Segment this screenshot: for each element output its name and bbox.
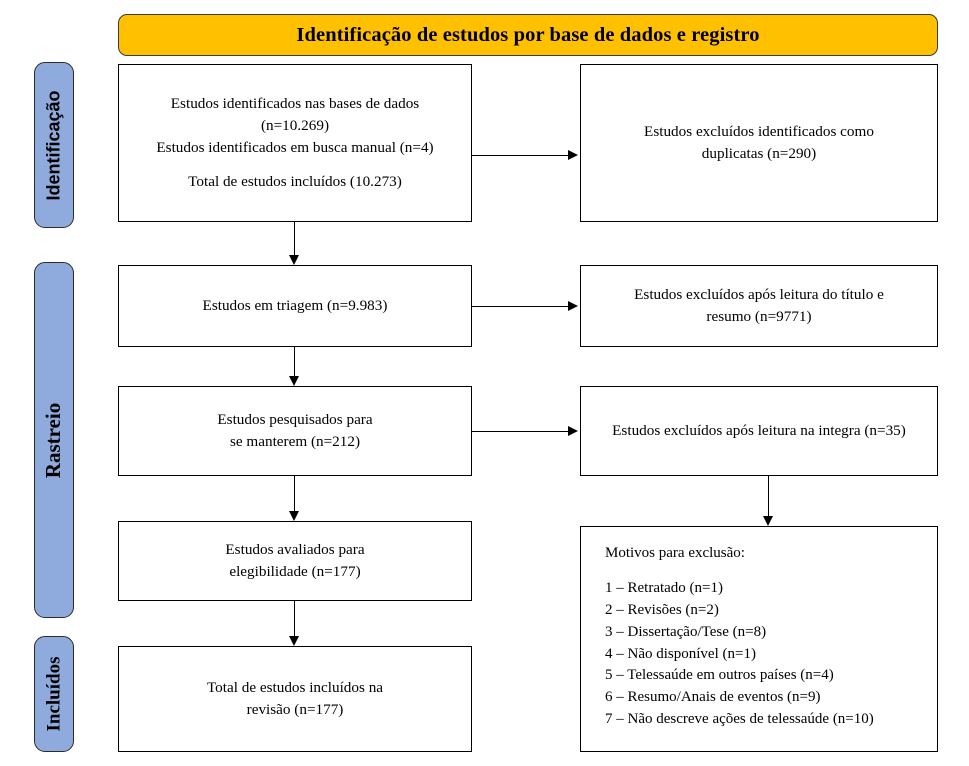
box-identified-line3: Estudos identificados em busca manual (n… bbox=[156, 138, 434, 156]
box-excluded-fulltext: Estudos excluídos após leitura na integr… bbox=[580, 386, 938, 476]
reason-item-5: 5 – Telessaúde em outros países (n=4) bbox=[605, 667, 834, 684]
reason-item-1: 1 – Retratado (n=1) bbox=[605, 579, 724, 596]
box-sought-line2: se manterem (n=212) bbox=[229, 433, 361, 450]
box-duplicates-line2: duplicatas (n=290) bbox=[701, 145, 817, 162]
arrowhead-right-icon bbox=[568, 149, 578, 160]
box-eligible-line2: elegibilidade (n=177) bbox=[229, 563, 361, 580]
box-identified-line1: Estudos identificados nas bases de dados bbox=[170, 95, 420, 113]
arrowhead-down-icon bbox=[288, 376, 299, 386]
stage-label-rastreio-text: Rastreio bbox=[41, 402, 66, 478]
connector-sought-to-excluded-fulltext bbox=[472, 431, 569, 432]
box-excl-title-line2: resumo (n=9771) bbox=[706, 308, 812, 325]
box-sought-line1: Estudos pesquisados para bbox=[217, 411, 373, 429]
box-identified-spacer bbox=[129, 158, 461, 171]
reason-item-4: 4 – Não disponível (n=1) bbox=[605, 645, 756, 662]
box-identified-line4: Total de estudos incluídos (10.273) bbox=[188, 173, 402, 191]
box-studies-sought: Estudos pesquisados para se manterem (n=… bbox=[118, 386, 472, 476]
box-studies-included: Total de estudos incluídos na revisão (n… bbox=[118, 646, 472, 752]
box-screening-line1: Estudos em triagem (n=9.983) bbox=[202, 297, 388, 315]
box-excl-title-line1: Estudos excluídos após leitura do título… bbox=[634, 286, 884, 304]
box-identified-line2: (n=10.269) bbox=[260, 116, 330, 134]
connector-excluded-fulltext-to-reasons bbox=[768, 476, 769, 517]
box-included-line2: revisão (n=177) bbox=[246, 701, 344, 718]
box-eligible-line1: Estudos avaliados para bbox=[225, 541, 365, 559]
box-included-line1: Total de estudos incluídos na bbox=[206, 679, 384, 697]
box-studies-eligible: Estudos avaliados para elegibilidade (n=… bbox=[118, 521, 472, 601]
box-excl-full-line1: Estudos excluídos após leitura na integr… bbox=[612, 422, 906, 440]
box-excluded-title-abstract: Estudos excluídos após leitura do título… bbox=[580, 265, 938, 347]
box-exclusion-reasons: Motivos para exclusão: 1 – Retratado (n=… bbox=[580, 526, 938, 752]
box-studies-identified: Estudos identificados nas bases de dados… bbox=[118, 64, 472, 222]
arrowhead-down-icon bbox=[288, 511, 299, 521]
connector-screening-to-excluded-title bbox=[472, 306, 569, 307]
stage-label-rastreio: Rastreio bbox=[34, 262, 74, 618]
arrowhead-down-icon bbox=[288, 636, 299, 646]
reasons-spacer bbox=[605, 565, 937, 578]
connector-identified-to-screening bbox=[294, 222, 295, 256]
connector-identified-to-duplicates bbox=[472, 155, 569, 156]
stage-label-identificacao: Identificação bbox=[34, 62, 74, 228]
arrowhead-right-icon bbox=[568, 425, 578, 436]
diagram-header-bar: Identificação de estudos por base de dad… bbox=[118, 14, 938, 56]
arrowhead-down-icon bbox=[288, 255, 299, 265]
stage-label-incluidos-text: Incluídos bbox=[43, 656, 65, 732]
arrowhead-right-icon bbox=[568, 300, 578, 311]
arrowhead-down-icon bbox=[762, 516, 773, 526]
connector-sought-to-eligible bbox=[294, 476, 295, 512]
reasons-heading: Motivos para exclusão: bbox=[605, 545, 745, 561]
stage-label-identificacao-text: Identificação bbox=[43, 89, 64, 201]
reason-item-2: 2 – Revisões (n=2) bbox=[605, 601, 719, 618]
reason-item-7: 7 – Não descreve ações de telessaúde (n=… bbox=[605, 711, 874, 728]
stage-label-incluidos: Incluídos bbox=[34, 636, 74, 752]
reason-item-3: 3 – Dissertação/Tese (n=8) bbox=[605, 623, 767, 640]
box-excluded-duplicates: Estudos excluídos identificados como dup… bbox=[580, 64, 938, 222]
reason-item-6: 6 – Resumo/Anais de eventos (n=9) bbox=[605, 689, 821, 706]
box-studies-screening: Estudos em triagem (n=9.983) bbox=[118, 265, 472, 347]
box-duplicates-line1: Estudos excluídos identificados como bbox=[644, 123, 874, 141]
page-title: Identificação de estudos por base de dad… bbox=[296, 23, 760, 46]
connector-screening-to-sought bbox=[294, 347, 295, 377]
connector-eligible-to-included bbox=[294, 601, 295, 637]
